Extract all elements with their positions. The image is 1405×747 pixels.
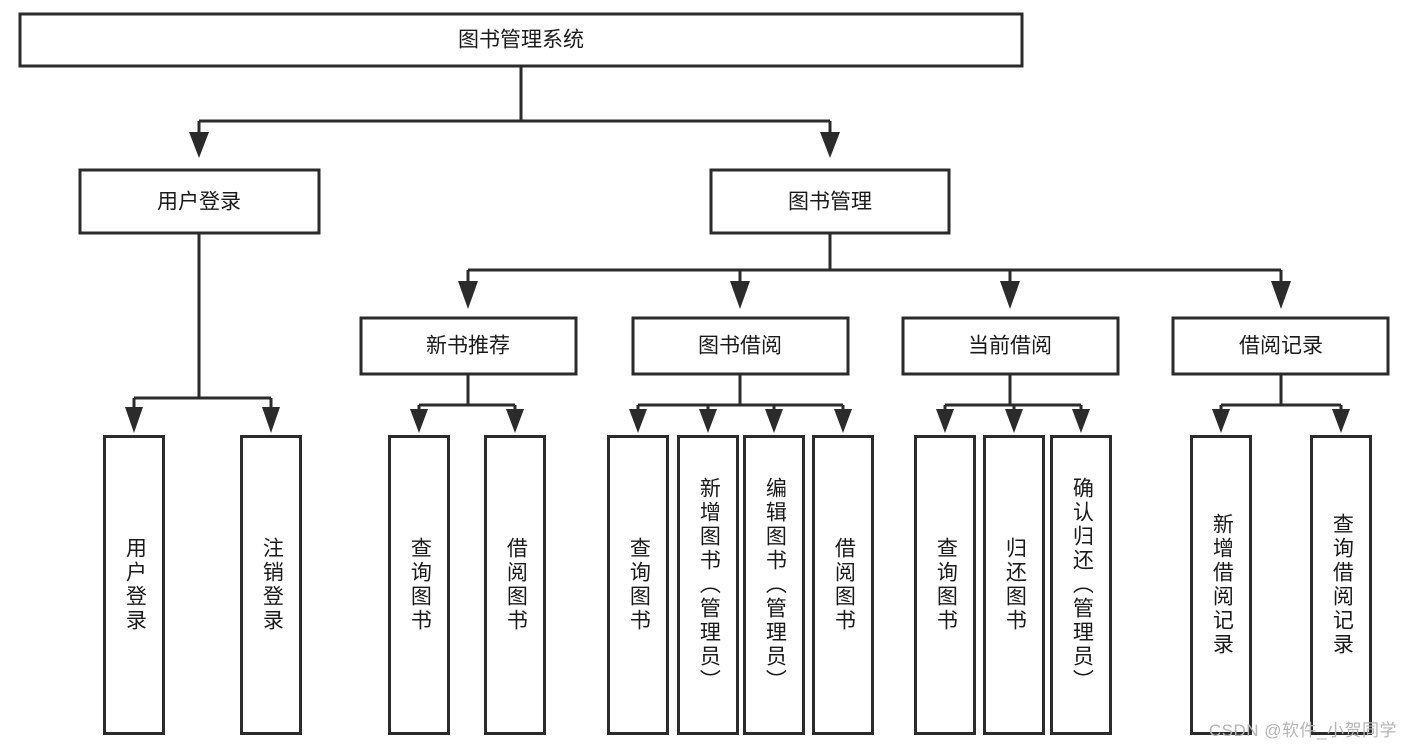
leaf-label-query-record: 查询借阅记录: [1330, 513, 1354, 657]
node-borrow-record[interactable]: 借阅记录: [1171, 316, 1390, 376]
arrow-leaf-logout: [262, 407, 280, 433]
leaf-label-add-record: 新增借阅记录: [1210, 513, 1234, 657]
arrow-leaf-add-book: [699, 409, 717, 433]
connector-book-manage-to-level3: [458, 233, 1291, 309]
leaf-node-query-book-2[interactable]: 查询图书: [607, 435, 669, 735]
leaf-node-edit-book[interactable]: 编辑图书（管理员）: [743, 435, 805, 735]
leaf-label-return-book: 归还图书: [1003, 537, 1027, 633]
new-book-rec-label: 新书推荐: [426, 335, 510, 358]
book-borrow-label: 图书借阅: [698, 335, 782, 358]
arrow-leaf-confirm-return: [1072, 409, 1090, 433]
leaf-label-add-book: 新增图书（管理员）: [697, 477, 721, 693]
leaf-label-logout: 注销登录: [260, 537, 284, 633]
leaf-label-query-book-3: 查询图书: [934, 537, 958, 633]
arrow-to-user-login: [189, 132, 209, 158]
connector-root-to-level2: [189, 66, 840, 158]
leaf-label-borrow-book-1: 借阅图书: [504, 537, 528, 633]
arrow-leaf-query-book-1: [410, 409, 428, 433]
leaf-label-confirm-return: 确认归还（管理员）: [1070, 477, 1094, 693]
leaf-node-add-book[interactable]: 新增图书（管理员）: [677, 435, 739, 735]
leaf-node-add-record[interactable]: 新增借阅记录: [1190, 435, 1252, 735]
leaf-node-borrow-book-2[interactable]: 借阅图书: [812, 435, 874, 735]
user-login-label: 用户登录: [157, 191, 241, 214]
watermark-text: CSDN @软件_小贺同学: [1208, 721, 1397, 740]
book-borrow-box[interactable]: [631, 316, 850, 376]
connector-current-borrow-to-leaves: [936, 374, 1090, 433]
arrow-to-book-manage: [820, 132, 840, 158]
node-current-borrow[interactable]: 当前借阅: [901, 316, 1120, 376]
arrow-leaf-borrow-book-1: [506, 409, 524, 433]
connector-new-book-rec-to-leaves: [410, 374, 524, 433]
connector-book-borrow-to-leaves: [629, 374, 852, 433]
arrow-leaf-query-book-2: [629, 409, 647, 433]
leaf-label-user-login: 用户登录: [123, 537, 147, 633]
node-book-borrow[interactable]: 图书借阅: [631, 316, 850, 376]
borrow-record-label: 借阅记录: [1239, 335, 1323, 358]
arrow-leaf-add-record: [1212, 409, 1230, 433]
leaf-node-query-record[interactable]: 查询借阅记录: [1310, 435, 1372, 735]
root-box[interactable]: [18, 12, 1024, 68]
leaf-node-user-login[interactable]: 用户登录: [103, 435, 165, 735]
arrow-to-borrow-record: [1271, 281, 1291, 309]
connector-user-login-to-leaves: [125, 233, 280, 433]
book-manage-label: 图书管理: [788, 191, 872, 214]
node-new-book-rec[interactable]: 新书推荐: [359, 316, 578, 376]
leaf-label-query-book-1: 查询图书: [408, 537, 432, 633]
root-label: 图书管理系统: [458, 29, 584, 52]
leaf-node-confirm-return[interactable]: 确认归还（管理员）: [1050, 435, 1112, 735]
arrow-leaf-user-login: [125, 407, 143, 433]
leaf-label-edit-book: 编辑图书（管理员）: [763, 477, 787, 693]
arrow-leaf-borrow-book-2: [834, 409, 852, 433]
leaf-node-query-book-3[interactable]: 查询图书: [914, 435, 976, 735]
node-book-manage[interactable]: 图书管理: [709, 168, 951, 235]
node-user-login[interactable]: 用户登录: [78, 168, 321, 235]
node-root[interactable]: 图书管理系统: [18, 12, 1024, 68]
connector-borrow-record-to-leaves: [1212, 374, 1350, 433]
borrow-record-box[interactable]: [1171, 316, 1390, 376]
book-manage-box[interactable]: [709, 168, 951, 235]
leaf-node-query-book-1[interactable]: 查询图书: [388, 435, 450, 735]
leaf-label-query-book-2: 查询图书: [627, 537, 651, 633]
arrow-leaf-edit-book: [765, 409, 783, 433]
leaf-node-logout[interactable]: 注销登录: [240, 435, 302, 735]
arrow-leaf-query-record: [1332, 409, 1350, 433]
leaf-label-borrow-book-2: 借阅图书: [832, 537, 856, 633]
arrow-to-book-borrow: [730, 281, 750, 309]
leaf-node-return-book[interactable]: 归还图书: [983, 435, 1045, 735]
current-borrow-label: 当前借阅: [968, 335, 1052, 358]
arrow-to-current-borrow: [1000, 281, 1020, 309]
arrow-leaf-query-book-3: [936, 409, 954, 433]
leaf-node-borrow-book-1[interactable]: 借阅图书: [484, 435, 546, 735]
new-book-rec-box[interactable]: [359, 316, 578, 376]
arrow-to-new-book-rec: [458, 281, 478, 309]
user-login-box[interactable]: [78, 168, 321, 235]
arrow-leaf-return-book: [1005, 409, 1023, 433]
